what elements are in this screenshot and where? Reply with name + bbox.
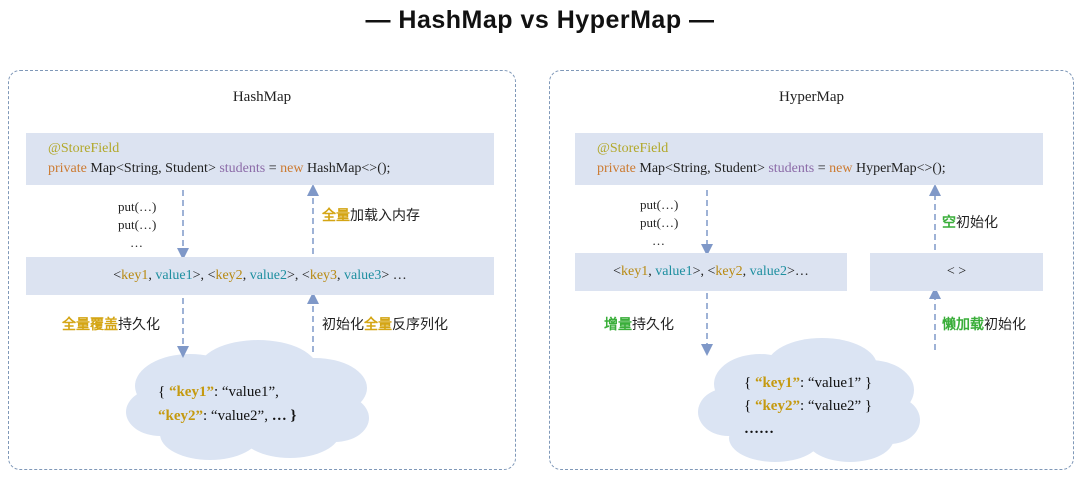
empty-map: < > <box>946 264 967 279</box>
diagram-title: — HashMap vs HyperMap — <box>365 6 715 34</box>
code-keyword-private: private <box>597 161 636 176</box>
hashmap-entries-box: <key1, value1>, <key2, value2>, <key3, v… <box>26 257 494 295</box>
hypermap-put-calls: put(…) put(…) … <box>640 196 678 250</box>
code-keyword-new: new <box>280 161 304 176</box>
code-equals: = <box>814 161 830 176</box>
code-constructor: HyperMap<>(); <box>852 161 946 176</box>
hashmap-put-calls: put(…) put(…) … <box>118 198 156 252</box>
code-variable: students <box>768 161 815 176</box>
hashmap-panel: HashMap <box>8 70 516 470</box>
code-annotation: @StoreField <box>597 141 669 156</box>
put-call: put(…) <box>118 199 157 214</box>
hypermap-empty-box: < > <box>870 253 1043 291</box>
code-equals: = <box>265 161 281 176</box>
code-keyword-new: new <box>829 161 853 176</box>
hypermap-cloud-text: { “key1”: “value1” } { “key2”: “value2” … <box>744 375 873 437</box>
hypermap-entries-box: <key1, value1>, <key2, value2>… <box>575 253 847 291</box>
hashmap-code-box: @StoreField private Map<String, Student>… <box>26 133 494 185</box>
put-call: put(…) <box>640 197 679 212</box>
put-call: put(…) <box>118 217 157 232</box>
code-keyword-private: private <box>48 161 87 176</box>
hashmap-cloud-text: { “key1”: “value1”, “key2”: “value2”, … … <box>158 384 297 424</box>
entry: <key1, value1>, <box>113 268 208 283</box>
hypermap-label-empty-init: 空初始化 <box>942 215 998 231</box>
hashmap-storage-cloud <box>126 340 369 460</box>
hashmap-label-full-persist: 全量覆盖持久化 <box>62 317 160 333</box>
code-constructor: HashMap<>(); <box>303 161 391 176</box>
code-variable: students <box>219 161 266 176</box>
hypermap-panel: HyperMap <box>549 70 1074 470</box>
code-type: Map<String, Student> <box>635 161 769 176</box>
hashmap-label-full-load: 全量加载入内存 <box>322 208 420 224</box>
put-ellipsis: … <box>130 235 143 250</box>
hashmap-label-deserialize: 初始化全量反序列化 <box>322 317 448 333</box>
hypermap-code-box: @StoreField private Map<String, Student>… <box>575 133 1043 185</box>
entry: <key3, value3> … <box>301 268 407 283</box>
put-call: put(…) <box>640 215 679 230</box>
hypermap-storage-cloud <box>698 338 920 462</box>
hypermap-panel-title: HyperMap <box>779 89 844 105</box>
entry: <key2, value2>… <box>707 264 809 279</box>
code-annotation: @StoreField <box>48 141 120 156</box>
put-ellipsis: … <box>652 233 665 248</box>
entry: <key2, value2>, <box>207 268 302 283</box>
hypermap-label-lazy-init: 懒加载初始化 <box>942 317 1026 333</box>
hypermap-label-incremental-persist: 增量持久化 <box>604 317 674 333</box>
hashmap-panel-title: HashMap <box>232 89 292 105</box>
code-type: Map<String, Student> <box>86 161 220 176</box>
entry: <key1, value1>, <box>613 264 708 279</box>
